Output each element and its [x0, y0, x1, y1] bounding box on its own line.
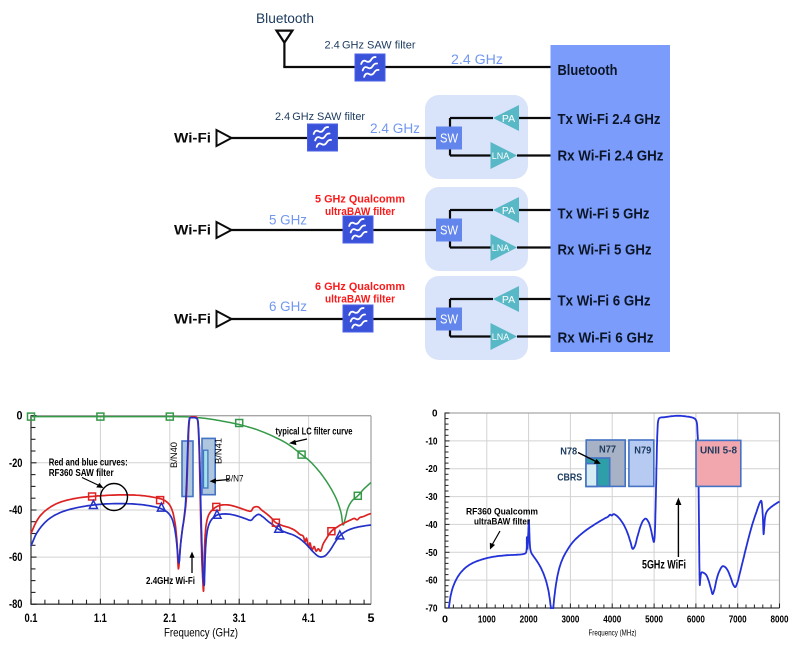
svg-text:2.4 GHz SAW filter: 2.4 GHz SAW filter — [275, 111, 365, 123]
svg-text:2.1: 2.1 — [163, 611, 176, 625]
svg-text:1.1: 1.1 — [94, 611, 107, 625]
svg-text:SW: SW — [440, 224, 458, 238]
svg-text:UNII 5-8: UNII 5-8 — [700, 445, 737, 457]
svg-text:Wi-Fi: Wi-Fi — [174, 223, 211, 238]
svg-text:-20: -20 — [426, 464, 438, 475]
svg-text:CBRS: CBRS — [557, 472, 582, 484]
svg-text:RF360 Qualcomm: RF360 Qualcomm — [466, 507, 538, 518]
svg-text:-80: -80 — [9, 597, 23, 611]
svg-text:0: 0 — [17, 409, 23, 423]
svg-text:Red and blue curves:: Red and blue curves: — [49, 457, 128, 468]
svg-text:LNA: LNA — [492, 243, 510, 253]
svg-text:5: 5 — [368, 611, 375, 625]
svg-text:0: 0 — [442, 614, 448, 626]
svg-text:4.1: 4.1 — [302, 611, 315, 625]
svg-text:2.4 GHz: 2.4 GHz — [451, 52, 503, 67]
svg-text:B/N7: B/N7 — [226, 474, 244, 485]
svg-text:-30: -30 — [426, 492, 438, 503]
svg-text:SW: SW — [440, 313, 458, 327]
svg-text:-50: -50 — [426, 548, 438, 559]
svg-text:2.4 GHz: 2.4 GHz — [370, 121, 420, 136]
svg-text:-40: -40 — [426, 520, 438, 531]
svg-text:-10: -10 — [426, 436, 438, 447]
svg-text:2000: 2000 — [520, 614, 538, 626]
svg-text:5GHz WiFi: 5GHz WiFi — [642, 560, 686, 572]
svg-text:2.4 GHz SAW filter: 2.4 GHz SAW filter — [325, 40, 416, 52]
svg-text:PA: PA — [502, 294, 515, 306]
svg-text:B/N41: B/N41 — [214, 438, 225, 464]
svg-text:PA: PA — [502, 205, 515, 217]
svg-text:SW: SW — [440, 132, 458, 146]
svg-text:-20: -20 — [9, 456, 23, 470]
svg-text:Tx Wi-Fi 6 GHz: Tx Wi-Fi 6 GHz — [558, 294, 651, 310]
svg-text:5 GHz: 5 GHz — [269, 213, 307, 228]
svg-text:Rx Wi-Fi 2.4 GHz: Rx Wi-Fi 2.4 GHz — [558, 149, 664, 165]
svg-text:8000: 8000 — [771, 614, 789, 626]
svg-text:Wi-Fi: Wi-Fi — [174, 131, 211, 146]
svg-text:5 GHz Qualcomm: 5 GHz Qualcomm — [315, 194, 405, 206]
svg-text:LNA: LNA — [492, 332, 510, 342]
svg-text:Rx Wi-Fi 6 GHz: Rx Wi-Fi 6 GHz — [558, 331, 654, 347]
svg-text:Wi-Fi: Wi-Fi — [174, 312, 211, 327]
svg-text:N79: N79 — [634, 445, 651, 457]
svg-text:1000: 1000 — [478, 614, 496, 626]
svg-text:Rx Wi-Fi 5 GHz: Rx Wi-Fi 5 GHz — [558, 243, 652, 259]
svg-text:ultraBAW filter: ultraBAW filter — [325, 294, 396, 306]
svg-text:3000: 3000 — [561, 614, 579, 626]
svg-text:Bluetooth: Bluetooth — [256, 11, 314, 26]
svg-text:ultraBAW filter: ultraBAW filter — [325, 206, 396, 218]
svg-text:5000: 5000 — [645, 614, 663, 626]
svg-text:-70: -70 — [426, 604, 438, 615]
svg-text:3.1: 3.1 — [233, 611, 246, 625]
svg-text:ultraBAW filter: ultraBAW filter — [474, 517, 530, 528]
svg-text:Frequency (MHz): Frequency (MHz) — [589, 628, 637, 638]
svg-text:2.4GHz Wi-Fi: 2.4GHz Wi-Fi — [146, 576, 195, 587]
svg-text:N78: N78 — [560, 446, 577, 458]
svg-text:0: 0 — [432, 409, 438, 420]
svg-text:6 GHz: 6 GHz — [269, 299, 307, 314]
svg-text:-40: -40 — [9, 503, 23, 517]
svg-text:Tx Wi-Fi 5 GHz: Tx Wi-Fi 5 GHz — [558, 207, 650, 223]
svg-text:typical LC filter curve: typical LC filter curve — [276, 427, 353, 438]
svg-text:B/N40: B/N40 — [169, 442, 180, 468]
svg-text:-60: -60 — [9, 550, 23, 564]
svg-text:Bluetooth: Bluetooth — [558, 63, 618, 79]
svg-text:6 GHz Qualcomm: 6 GHz Qualcomm — [315, 281, 405, 293]
svg-text:PA: PA — [502, 113, 515, 125]
svg-text:N77: N77 — [599, 444, 616, 456]
svg-text:4000: 4000 — [603, 614, 621, 626]
svg-text:RF360 SAW filter: RF360 SAW filter — [49, 468, 114, 479]
svg-text:0.1: 0.1 — [25, 611, 38, 625]
svg-text:LNA: LNA — [492, 151, 510, 161]
svg-text:7000: 7000 — [729, 614, 747, 626]
svg-text:-60: -60 — [426, 576, 438, 587]
svg-text:Tx Wi-Fi 2.4 GHz: Tx Wi-Fi 2.4 GHz — [558, 112, 661, 128]
svg-text:6000: 6000 — [687, 614, 705, 626]
svg-text:Frequency (GHz): Frequency (GHz) — [164, 626, 238, 640]
